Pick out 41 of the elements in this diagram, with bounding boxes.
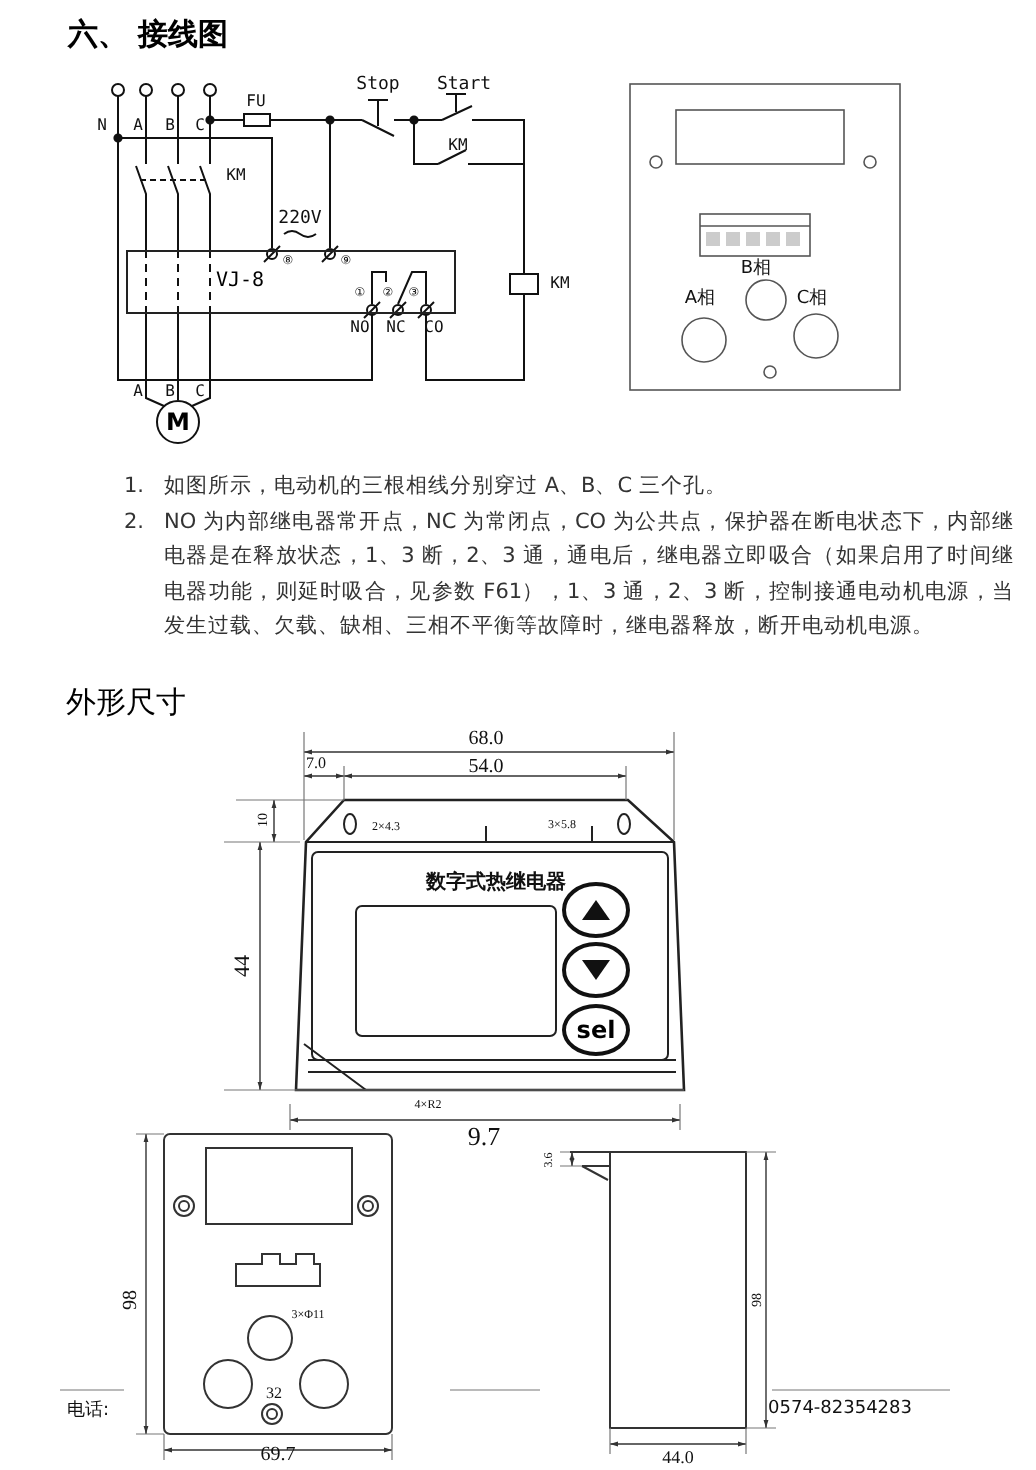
wire-label: N [97,118,107,134]
list-number: 2. [124,508,147,538]
button-label: Start [436,77,492,95]
instruction-text: 如图所示，电动机的三根相线分别穿过 A、B、C 三个孔。 [164,472,729,502]
phone-label: 电话: [66,1403,110,1421]
dimension-value: 68.0 [468,730,504,750]
button-label: Stop [356,77,400,95]
dimension-value: 98 [122,1290,142,1310]
voltage-label: 220V [278,211,322,229]
product-name: 数字式热继电器 [426,874,566,894]
terminal-label: NO [350,320,370,336]
list-number: 1. [124,472,147,502]
wire-label: A [133,118,143,134]
dimension-value: 32 [266,1386,282,1402]
section-title: 六、 接线图 [68,16,229,54]
instruction-text: NO 为内部继电器常开点，NC 为常闭点，CO 为公共点，保护器在断电状态下，内部继电器是在释放状态，1、3 断，2、3 通，通电后，继电器立即吸合（如果启用了时间继电器功能，则延时吸合，见参数 F61），1、3 通，2、3 断，控制接通电动机电源，当发生过载、欠载、缺相、三相不平衡等故障时，继电器释放，断开电动机电源。 [164,508,1014,643]
motor-symbol: M [156,400,200,444]
select-button: sel [562,1004,630,1056]
dimension-value: 7.0 [306,756,326,772]
dimension-value: 44 [233,955,255,977]
contactor-label: KM [226,168,246,184]
relay-module-box [126,250,456,314]
wire-label: B [165,384,175,400]
wire-label: B [165,118,175,134]
hole-label: B相 [740,261,772,279]
dimension-value: 54.0 [468,758,504,778]
dimension-value: 9.7 [467,1123,501,1149]
section-heading: 外形尺寸 [66,684,186,722]
wire-label: C [195,384,205,400]
wire-label: C [195,118,205,134]
dimension-value: 69.7 [260,1446,296,1466]
terminal-label: NC [386,320,406,336]
contact-label: KM [448,138,468,154]
coil-label: KM [550,276,570,292]
module-label: VJ-8 [216,270,265,292]
fuse-label: FU [246,94,266,110]
wire-label: A [133,384,143,400]
dimension-value: 44.0 [662,1449,694,1467]
phone-number: 0574-82354283 [768,1401,912,1419]
hole-label: C相 [796,291,828,309]
hole-label: A相 [684,291,716,309]
